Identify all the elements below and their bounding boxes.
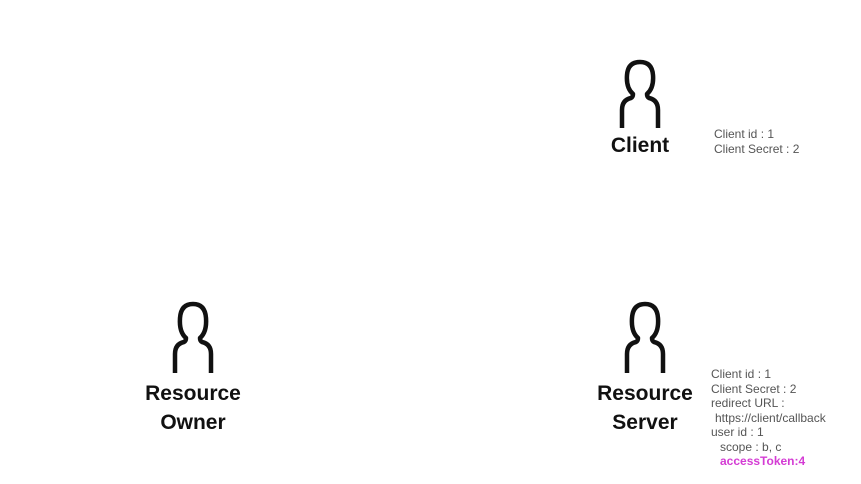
client-info: Client id : 1 Client Secret : 2 [714, 127, 799, 156]
client-actor: Client [597, 58, 683, 160]
client-secret-text: Client Secret : 2 [714, 141, 800, 156]
scope-text: scope : b, c [720, 439, 782, 454]
client-label: Client [610, 134, 670, 157]
resource-owner-actor: Resource Owner [128, 300, 258, 437]
resource-owner-label-line1: Resource [145, 382, 241, 405]
server-client-secret-text: Client Secret : 2 [711, 381, 797, 396]
resource-server-label-line1: Resource [597, 382, 693, 405]
redirect-url-value: https://client/callback [715, 410, 826, 425]
person-icon [619, 59, 661, 128]
redirect-url-label: redirect URL : [711, 396, 785, 410]
resource-owner-label-line2: Owner [160, 411, 226, 434]
access-token-text: accessToken:4 [720, 454, 806, 468]
person-icon [624, 301, 666, 373]
resource-server-info: Client id : 1 Client Secret : 2 redirect… [711, 367, 826, 469]
resource-server-label: Resource Server [580, 379, 710, 437]
resource-server-actor: Resource Server [580, 300, 710, 437]
user-id-text: user id : 1 [711, 425, 764, 439]
client-id-text: Client id : 1 [714, 127, 775, 141]
resource-server-label-line2: Server [612, 411, 678, 434]
resource-owner-label: Resource Owner [128, 379, 258, 437]
server-client-id-text: Client id : 1 [711, 367, 772, 381]
person-icon [172, 301, 214, 373]
